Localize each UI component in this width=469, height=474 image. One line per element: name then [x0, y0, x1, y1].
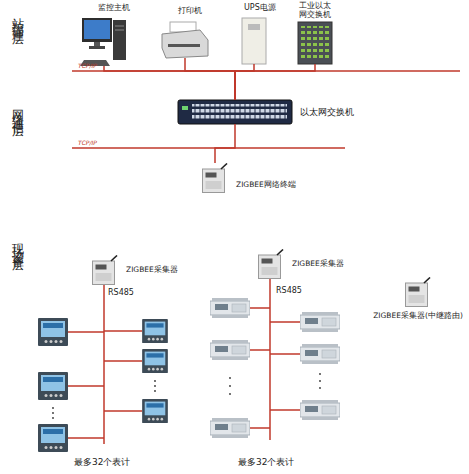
monitor-stand	[94, 42, 100, 46]
ellipsis-dot	[154, 380, 156, 382]
ellipsis-dot	[229, 377, 231, 379]
zigbee-terminal	[203, 164, 228, 193]
panel-meter	[142, 399, 168, 423]
panel-meter	[38, 318, 68, 346]
zigbee-collector	[259, 250, 284, 279]
protocol-label: TCP/IP	[78, 63, 97, 70]
ellipsis-dot	[319, 387, 321, 389]
device-label: ZIGBEE采集器(中继路由)	[371, 312, 465, 321]
panel-meter	[38, 424, 68, 452]
device-node: 打印机	[162, 22, 208, 58]
device-node: ZIGBEE采集器	[258, 249, 284, 279]
device-node: ZIGBEE网络终端	[202, 163, 228, 193]
ellipsis-dot	[229, 385, 231, 387]
device-label: ZIGBEE采集器	[126, 266, 178, 275]
pc-tower	[113, 20, 126, 60]
ellipsis-dot	[229, 393, 231, 395]
rs485-branch	[68, 331, 104, 333]
ellipsis-dot	[52, 412, 54, 414]
rs485-bus	[103, 285, 105, 444]
device-label: ZIGBEE网络终端	[236, 181, 296, 190]
rs485-bus	[269, 279, 271, 440]
ups-panel	[248, 24, 260, 30]
note: 最多32个表计	[238, 458, 294, 468]
din-meter	[210, 298, 250, 318]
rs485-branch	[270, 353, 300, 355]
din-meter	[300, 344, 340, 364]
printer-body	[162, 30, 208, 58]
rs485-branch	[104, 330, 142, 332]
bus-connector	[235, 64, 315, 100]
zigbee-collector	[93, 256, 118, 285]
rs485-branch	[250, 307, 270, 309]
rs485-branch	[68, 437, 104, 439]
note: 最多32个表计	[74, 458, 130, 468]
zigbee-collector	[406, 278, 431, 307]
ellipsis-dot	[319, 373, 321, 375]
device-node: ZIGBEE采集器	[92, 255, 118, 285]
bus-label: RS485	[108, 289, 134, 298]
ellipsis-dot	[154, 390, 156, 392]
din-meter	[300, 400, 340, 420]
bus-connector	[185, 58, 235, 100]
panel-meter	[142, 319, 168, 343]
bus-line	[72, 70, 460, 72]
switch-ports	[192, 104, 287, 120]
device-node: UPS电源	[240, 18, 268, 64]
printer-slot	[168, 44, 200, 47]
pc-bay	[115, 30, 124, 31]
monitor-base	[89, 46, 105, 49]
industrial-switch	[298, 22, 332, 64]
device-node: ZIGBEE采集器(中继路由)	[405, 277, 431, 307]
bus-connector	[104, 66, 235, 100]
rs485-branch	[270, 409, 300, 411]
device-label: 监控主机	[98, 3, 130, 12]
ellipsis-dot	[319, 380, 321, 382]
panel-meter	[142, 349, 168, 373]
device-node: 监控主机	[82, 18, 126, 66]
ups-cabinet	[242, 18, 266, 64]
device-label: 打印机	[178, 6, 202, 15]
rs485-branch	[104, 410, 142, 412]
switch-led	[182, 106, 188, 110]
ellipsis-dot	[154, 385, 156, 387]
ellipsis-dot	[52, 407, 54, 409]
switch-ports	[301, 26, 329, 60]
layer-name: 网络通信层	[11, 100, 24, 120]
bus-line	[72, 147, 345, 149]
layer-name: 站控管理层	[11, 8, 24, 28]
bus-label: RS485	[276, 287, 302, 296]
din-meter	[210, 418, 250, 438]
panel-meter	[38, 372, 68, 400]
device-label: ZIGBEE采集器	[292, 260, 344, 269]
device-label: 工业以太 网交换机	[295, 1, 335, 19]
rs485-branch	[250, 427, 270, 429]
protocol-label: TCP/IP	[78, 140, 97, 147]
monitor	[82, 18, 112, 42]
din-meter	[210, 340, 250, 360]
bus-connector	[215, 124, 235, 163]
bus-connector	[235, 64, 254, 100]
device-node: 以太网交换机	[178, 100, 292, 124]
device-label: UPS电源	[244, 3, 276, 12]
rs485-branch	[250, 349, 270, 351]
rs485-branch	[270, 321, 300, 323]
device-node: 工业以太 网交换机	[296, 22, 334, 64]
monitor-screen	[84, 20, 110, 39]
device-label: 以太网交换机	[300, 107, 354, 117]
rs485-branch	[68, 385, 104, 387]
ethernet-switch	[178, 100, 292, 124]
pc-bay	[115, 26, 124, 27]
din-meter	[300, 312, 340, 332]
rs485-branch	[104, 360, 142, 362]
layer-name: 现场设备层	[11, 234, 24, 254]
ellipsis-dot	[52, 417, 54, 419]
